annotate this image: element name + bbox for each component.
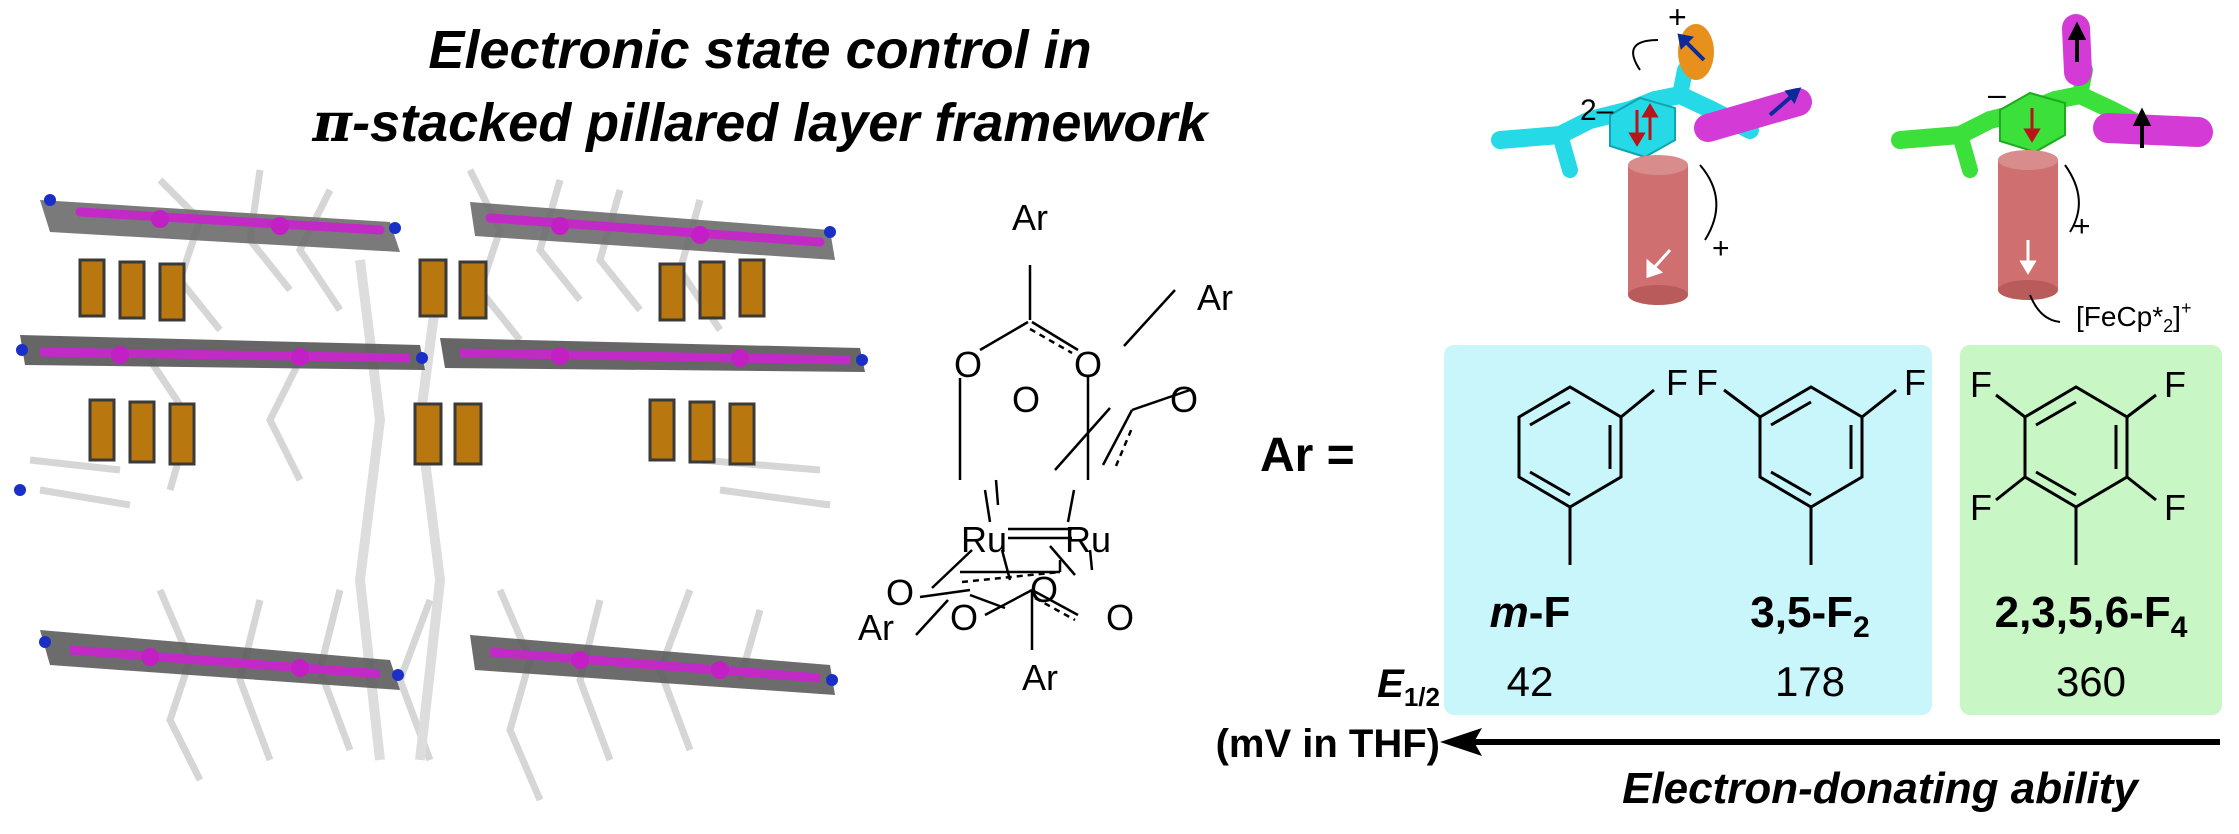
electron-donating-label: Electron-donating ability	[1622, 764, 2138, 813]
green-red-arrow	[2023, 108, 2041, 143]
o-label-2: O	[1074, 344, 1102, 385]
m-f-ring	[1517, 385, 1655, 565]
ar-right-label: Ar	[1197, 277, 1233, 318]
cyan-panel	[1444, 345, 1932, 715]
cyan-plus-top: +	[1668, 0, 1687, 35]
cyan-blue-arrows	[1677, 33, 1802, 117]
green-magenta-lobe-right	[2093, 113, 2213, 147]
f4-fluorine-3: F	[1970, 487, 1992, 528]
f4-name: 2,3,5,6-F4	[1994, 588, 2188, 644]
ar-top-label: Ar	[1012, 197, 1048, 238]
ar-bottom-label: Ar	[1022, 657, 1058, 698]
framework-structure-illustration	[14, 168, 868, 802]
o-label-6: O	[1030, 569, 1058, 610]
nitrogen-atoms	[14, 194, 868, 686]
cyan-white-arrow	[1646, 248, 1672, 279]
o-label-7: O	[950, 597, 978, 638]
f2-name: 3,5-F2	[1750, 588, 1870, 644]
m-f-value: 42	[1506, 658, 1554, 705]
substituent-structures: F F F F F F F	[1517, 362, 2186, 565]
o-label-3: O	[1012, 379, 1040, 420]
cyan-red-arrows	[1628, 103, 1659, 147]
complex-bonds	[915, 265, 1191, 650]
electron-donating-arrow	[1440, 728, 2220, 756]
framework-layer-1	[40, 200, 835, 260]
spin-diagram-green: – + [FeCp*2]+	[1891, 14, 2213, 336]
f4-fluorine-2: F	[2164, 364, 2186, 405]
f2-fluorine-left: F	[1696, 362, 1718, 403]
green-pillar	[1998, 150, 2058, 300]
metal-nodes	[111, 210, 749, 679]
framework-layer-3	[40, 630, 835, 695]
e-half-label: E1/2	[1377, 662, 1440, 712]
cyan-pillar	[1628, 155, 1688, 305]
green-panel	[1960, 345, 2222, 715]
ar-equals-label: Ar =	[1260, 429, 1355, 482]
e-half-unit: (mV in THF)	[1215, 722, 1440, 766]
ru-right-label: Ru	[1065, 519, 1111, 560]
ru-paddlewheel-complex: Ar Ar O O O O Ru Ru O O O O Ar Ar	[858, 197, 1233, 698]
f4-fluorine-1: F	[1970, 364, 1992, 405]
o-label-1: O	[954, 344, 982, 385]
o-label-5: O	[886, 572, 914, 613]
f2-value: 178	[1774, 658, 1846, 705]
pi-symbol: π	[312, 90, 353, 154]
ferrocenium-pillars	[78, 258, 766, 466]
m-f-fluorine: F	[1666, 362, 1688, 403]
green-plus: +	[2073, 210, 2091, 243]
f4-fluorine-4: F	[2164, 487, 2186, 528]
fecp-label: [FeCp*2]+	[2076, 298, 2191, 336]
title-line-2: π-stacked pillared layer framework	[0, 86, 1520, 159]
green-black-arrows	[2067, 21, 2152, 148]
cyan-plus-bottom: +	[1712, 232, 1730, 265]
ar-left-label: Ar	[858, 607, 894, 648]
cyan-molecule	[1491, 62, 1759, 178]
spin-diagram-cyan: + 2– +	[1491, 0, 1812, 305]
o-label-4: O	[1170, 379, 1198, 420]
green-white-arrow	[2019, 240, 2037, 275]
green-minus: –	[1988, 76, 2006, 112]
f2-fluorine-right: F	[1904, 362, 1926, 403]
f2-ring	[1723, 385, 1897, 565]
cyan-two-minus: 2–	[1580, 94, 1614, 127]
title-line-2-rest: -stacked pillared layer framework	[352, 93, 1208, 153]
o-label-8: O	[1106, 597, 1134, 638]
m-f-name: m-F	[1489, 588, 1571, 637]
f4-ring	[1995, 385, 2157, 565]
title-line-1: Electronic state control in	[428, 20, 1092, 80]
f4-value: 360	[2055, 658, 2127, 705]
figure-title: Electronic state control in π-stacked pi…	[0, 14, 1520, 159]
ru-left-label: Ru	[961, 519, 1007, 560]
